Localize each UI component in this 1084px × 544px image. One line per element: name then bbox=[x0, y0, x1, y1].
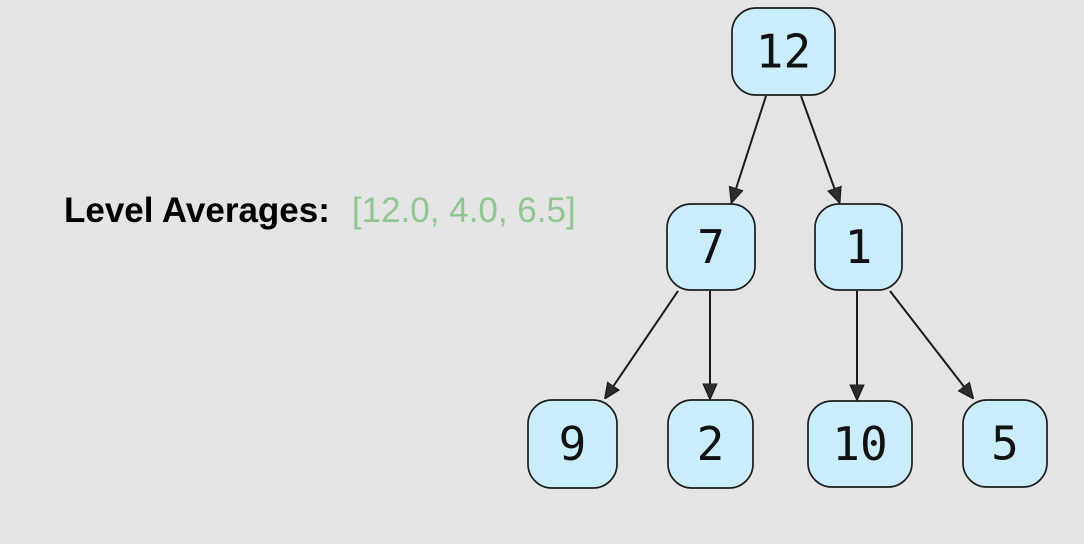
tree-node-9: 9 bbox=[527, 399, 618, 489]
level-averages-line: Level Averages: [12.0, 4.0, 6.5] bbox=[64, 193, 576, 228]
tree-node-1: 1 bbox=[814, 203, 903, 291]
tree-node-shape bbox=[666, 203, 756, 291]
tree-edge-12-1 bbox=[800, 95, 839, 201]
tree-node-value: 1 bbox=[845, 220, 873, 274]
tree-node-value: 2 bbox=[697, 417, 725, 471]
tree-node-7: 7 bbox=[666, 203, 756, 291]
tree-node-shape bbox=[527, 399, 618, 489]
tree-edge-12-7 bbox=[732, 95, 767, 201]
tree-edge-7-9 bbox=[606, 290, 679, 397]
tree-node-shape bbox=[807, 400, 913, 488]
level-averages-value: [12.0, 4.0, 6.5] bbox=[351, 191, 576, 230]
tree-node-12: 12 bbox=[731, 7, 836, 96]
tree-node-shape bbox=[667, 399, 754, 489]
tree-node-5: 5 bbox=[962, 399, 1048, 488]
tree-node-2: 2 bbox=[667, 399, 754, 489]
tree-node-value: 7 bbox=[697, 220, 725, 274]
tree-node-shape bbox=[814, 203, 903, 291]
tree-node-10: 10 bbox=[807, 400, 913, 488]
tree-node-value: 9 bbox=[559, 417, 587, 471]
tree-nodes: 12 7 1 9 2 10 5 bbox=[527, 7, 1048, 489]
tree-edges bbox=[606, 95, 972, 398]
tree-node-shape bbox=[731, 7, 836, 96]
tree-node-value: 5 bbox=[991, 417, 1019, 471]
level-averages-label: Level Averages: bbox=[64, 191, 330, 230]
tree-edge-1-5 bbox=[889, 290, 972, 397]
tree-node-value: 10 bbox=[832, 417, 887, 471]
tree-node-shape bbox=[962, 399, 1048, 488]
tree-node-value: 12 bbox=[756, 25, 811, 79]
